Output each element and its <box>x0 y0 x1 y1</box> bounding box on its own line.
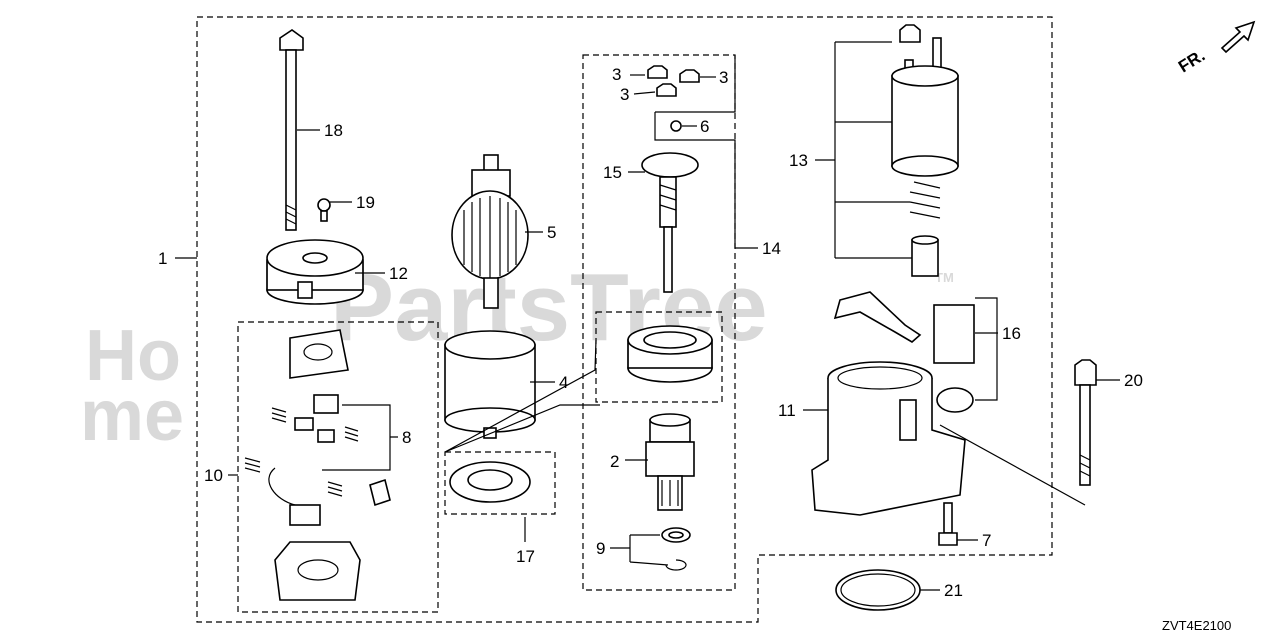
washer-subgroup-box <box>444 451 556 515</box>
watermark-left-top: Ho <box>85 316 181 396</box>
callout-15: 15 <box>603 163 622 182</box>
yoke-part <box>444 330 536 439</box>
washer-part <box>449 461 531 503</box>
callout-7: 7 <box>982 531 991 550</box>
front-arrow-icon <box>1220 20 1256 54</box>
front-indicator-label: FR. <box>1175 46 1208 77</box>
nuts-part <box>647 65 700 97</box>
callout-2: 2 <box>610 452 619 471</box>
callout-3-b: 3 <box>719 68 728 87</box>
brush-holder-parts <box>244 329 391 601</box>
watermark-left-bottom: me <box>80 376 184 456</box>
stop-ring-part <box>661 527 691 571</box>
callout-16: 16 <box>1002 324 1021 343</box>
through-bolt-part <box>279 29 304 231</box>
brush-holder-group-box <box>237 321 439 613</box>
callout-17: 17 <box>516 547 535 566</box>
callout-11: 11 <box>778 401 796 420</box>
callout-20: 20 <box>1124 371 1143 390</box>
watermark: PartsTree TM Ho me <box>80 254 954 456</box>
callout-21: 21 <box>944 581 963 600</box>
callout-10: 10 <box>204 466 223 485</box>
callout-1: 1 <box>158 249 167 268</box>
armature-part <box>451 154 529 309</box>
housing-part <box>811 361 966 516</box>
watermark-tm: TM <box>935 270 954 285</box>
end-cover-part <box>266 239 364 305</box>
diagram-code: ZVT4E2100 <box>1162 618 1231 633</box>
o-ring-inner <box>840 573 916 607</box>
drive-group-box <box>582 54 736 591</box>
callout-14: 14 <box>762 239 781 258</box>
small-o-ring-part <box>670 120 682 132</box>
shift-lever-part <box>833 291 975 413</box>
housing-bolt-part <box>938 502 958 546</box>
callout-labels: 1 2 3 3 3 4 5 6 7 8 9 10 11 12 13 14 15 … <box>158 65 1143 600</box>
gear-subgroup-box <box>595 311 723 403</box>
assembly-boundary <box>196 16 1053 623</box>
mounting-bolt-part <box>1074 359 1097 486</box>
callout-8: 8 <box>402 428 411 447</box>
callout-4: 4 <box>559 373 568 392</box>
callout-3-c: 3 <box>620 85 629 104</box>
callout-13: 13 <box>789 151 808 170</box>
screw-part <box>317 198 331 222</box>
leader-lines <box>175 41 1120 591</box>
callout-9: 9 <box>596 539 605 558</box>
callout-5: 5 <box>547 223 556 242</box>
callout-18: 18 <box>324 121 343 140</box>
callout-12: 12 <box>389 264 408 283</box>
pinion-shaft-part <box>641 152 699 293</box>
callout-19: 19 <box>356 193 375 212</box>
clutch-part <box>645 413 695 511</box>
callout-3-a: 3 <box>612 65 621 84</box>
solenoid-part <box>891 24 959 277</box>
internal-gear-part <box>627 325 713 383</box>
callout-6: 6 <box>700 117 709 136</box>
o-ring-part <box>835 569 921 611</box>
